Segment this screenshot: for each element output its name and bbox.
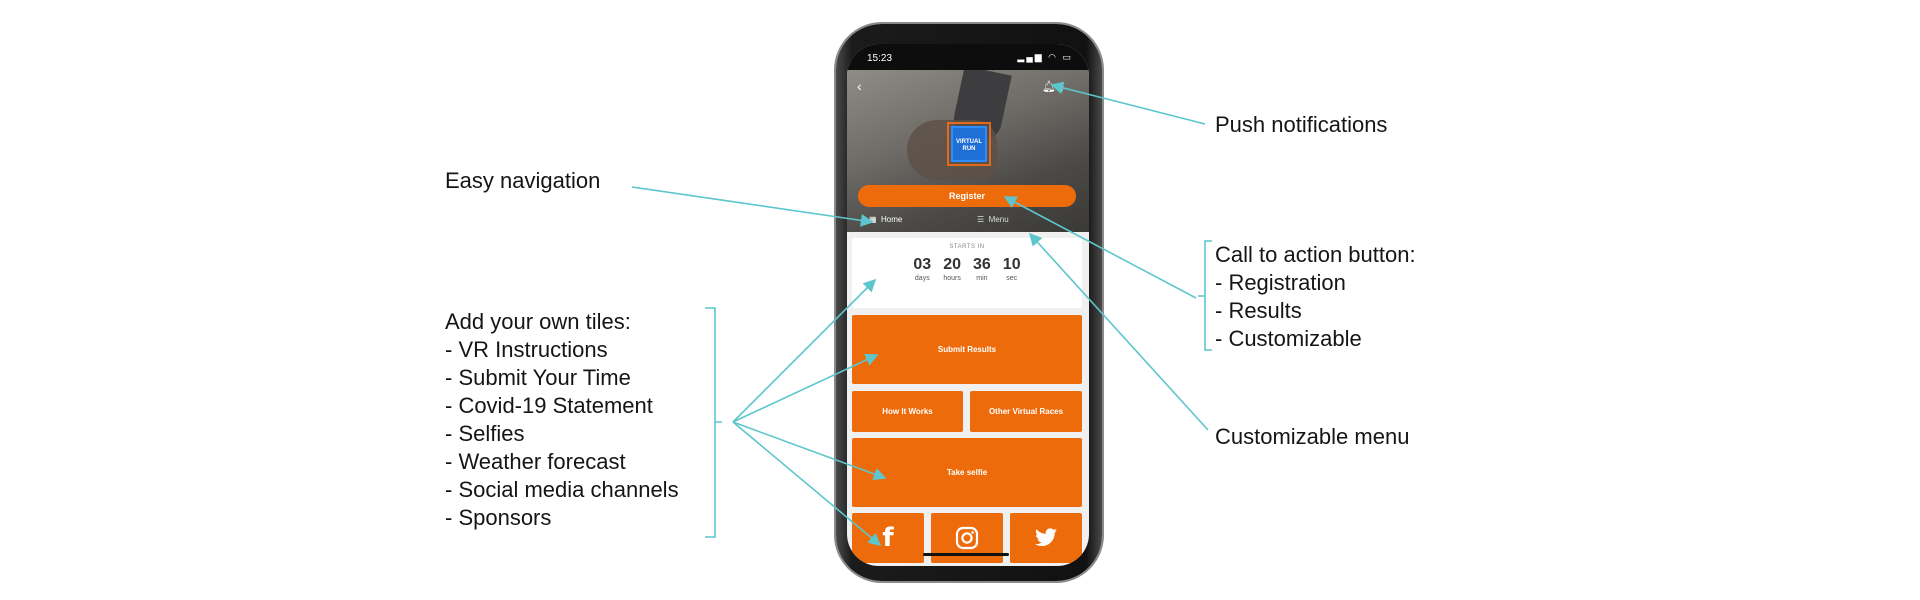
nav-menu-label: Menu xyxy=(988,215,1009,224)
tiles-annotation: Add your own tiles: - VR Instructions - … xyxy=(445,308,679,532)
nav-bar: ▦ Home ☰ Menu xyxy=(847,212,1089,230)
tiles-heading: Add your own tiles: xyxy=(445,309,631,334)
twitter-icon[interactable] xyxy=(1010,513,1082,563)
nav-home[interactable]: ▦ Home xyxy=(869,215,902,224)
tiles-item: - Weather forecast xyxy=(445,449,626,474)
countdown-unit: days xyxy=(914,275,930,282)
grid-icon: ▦ xyxy=(869,215,877,224)
cta-heading: Call to action button: xyxy=(1215,242,1416,267)
status-time: 15:23 xyxy=(867,53,893,64)
push-notifications-label: Push notifications xyxy=(1215,112,1388,137)
hamburger-icon: ☰ xyxy=(977,215,985,224)
countdown-value: 10 xyxy=(1002,256,1021,273)
tile-take-selfie[interactable]: Take selfie xyxy=(852,438,1082,507)
bracket-tiles xyxy=(705,307,722,538)
countdown-value: 36 xyxy=(973,256,991,273)
register-button[interactable]: Register xyxy=(858,185,1076,207)
back-icon[interactable]: ‹ xyxy=(857,78,862,94)
tile-how-it-works[interactable]: How It Works xyxy=(852,391,963,432)
tiles-item: - Covid-19 Statement xyxy=(445,393,653,418)
hero-image: ‹ 🔔︎ ⭱ VIRTUAL RUN Register ▦ Home ☰ Men… xyxy=(847,70,1089,232)
tiles-item: - Social media channels xyxy=(445,477,679,502)
countdown-sec: 10 sec xyxy=(1003,256,1021,282)
tile-submit-results[interactable]: Submit Results xyxy=(852,315,1082,384)
event-logo: VIRTUAL RUN xyxy=(947,122,991,166)
nav-menu[interactable]: ☰ Menu xyxy=(977,215,1009,224)
tiles-item: - VR Instructions xyxy=(445,337,608,362)
bell-icon[interactable]: 🔔︎ xyxy=(1042,81,1056,93)
countdown-min: 36 min xyxy=(973,256,991,282)
cta-item: - Results xyxy=(1215,298,1302,323)
cta-annotation: Call to action button: - Registration - … xyxy=(1215,241,1416,353)
countdown-value: 03 xyxy=(913,256,932,273)
countdown-unit: sec xyxy=(1006,275,1018,282)
status-icons: ▂▄▆ ◠ ▭ xyxy=(1017,52,1073,62)
phone-screen: 15:23 ▂▄▆ ◠ ▭ ‹ 🔔︎ ⭱ VIRTUAL RUN Registe… xyxy=(847,44,1089,566)
easy-navigation-label: Easy navigation xyxy=(445,168,601,193)
nav-home-label: Home xyxy=(881,215,903,224)
share-icon[interactable]: ⭱ xyxy=(1060,80,1065,94)
cta-item: - Customizable xyxy=(1215,326,1362,351)
tiles-item: - Sponsors xyxy=(445,505,552,530)
countdown-label: STARTS IN xyxy=(949,244,985,250)
countdown-value: 20 xyxy=(943,256,961,273)
customizable-menu-label: Customizable menu xyxy=(1215,424,1410,449)
tiles-item: - Selfies xyxy=(445,421,525,446)
bracket-cta xyxy=(1198,240,1212,351)
facebook-icon[interactable]: f xyxy=(852,513,924,563)
countdown-unit: min xyxy=(976,275,988,282)
countdown-card: STARTS IN 03 days 20 hours 36 min 10 sec xyxy=(852,238,1082,308)
status-bar: 15:23 ▂▄▆ ◠ ▭ xyxy=(847,44,1089,70)
countdown-days: 03 days xyxy=(913,256,931,282)
countdown-unit: hours xyxy=(943,275,961,282)
countdown-hours: 20 hours xyxy=(943,256,961,282)
home-indicator xyxy=(923,553,1009,556)
tiles-item: - Submit Your Time xyxy=(445,365,631,390)
cta-item: - Registration xyxy=(1215,270,1346,295)
tile-other-virtual-races[interactable]: Other Virtual Races xyxy=(970,391,1082,432)
